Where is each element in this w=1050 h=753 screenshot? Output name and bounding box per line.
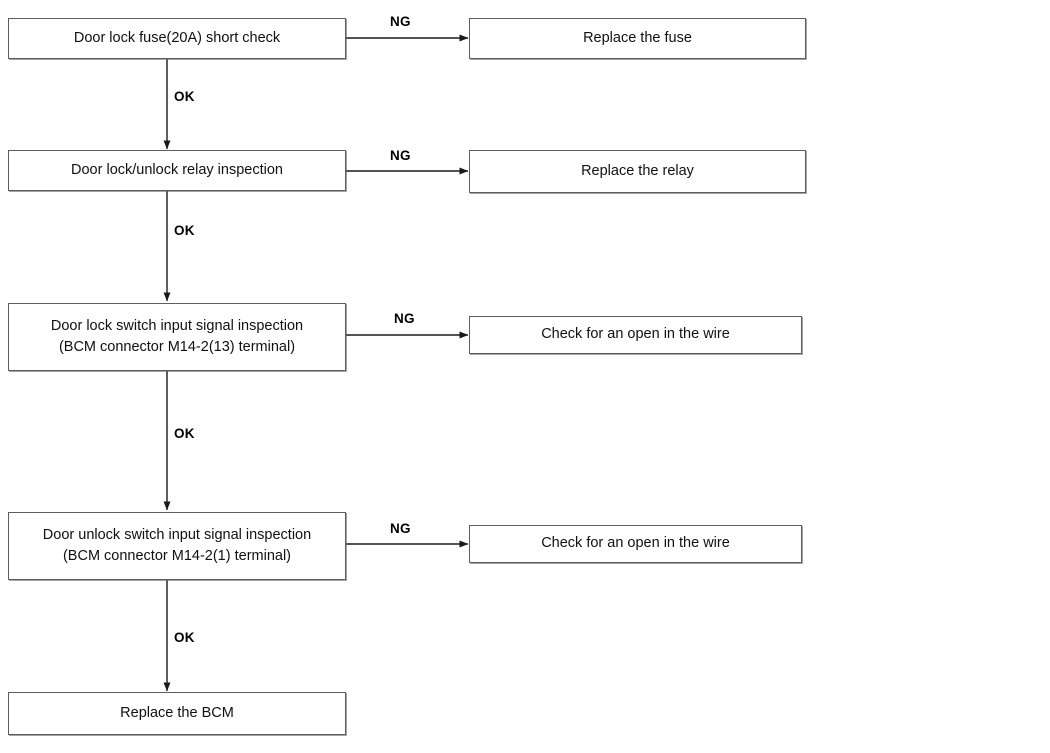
node-label: Check for an open in the wire bbox=[541, 326, 730, 343]
edge-label-ng-4: NG bbox=[390, 521, 411, 536]
node-label: Replace the fuse bbox=[583, 29, 692, 46]
node-door-lock-fuse-check[interactable]: Door lock fuse(20A) short check bbox=[8, 18, 346, 59]
node-label: Door lock fuse(20A) short check bbox=[73, 29, 281, 46]
edge-label-ng-3: NG bbox=[394, 311, 415, 326]
edge-label-ok-3: OK bbox=[174, 426, 195, 441]
node-label-line2: (BCM connector M14-2(1) terminal) bbox=[62, 548, 292, 564]
edge-label-ok-4: OK bbox=[174, 630, 195, 645]
node-label-line2: (BCM connector M14-2(13) terminal) bbox=[58, 339, 296, 355]
edge-label-ok-1: OK bbox=[174, 89, 195, 104]
edge-label-ok-2: OK bbox=[174, 223, 195, 238]
node-replace-the-relay[interactable]: Replace the relay bbox=[469, 150, 806, 193]
node-label-line1: Door lock switch input signal inspection bbox=[50, 317, 304, 334]
node-label: Check for an open in the wire bbox=[541, 535, 730, 552]
node-check-open-wire-lock[interactable]: Check for an open in the wire bbox=[469, 316, 802, 354]
node-label: Replace the relay bbox=[581, 162, 694, 179]
edge-label-ng-1: NG bbox=[390, 14, 411, 29]
node-replace-the-fuse[interactable]: Replace the fuse bbox=[469, 18, 806, 59]
node-unlock-switch-signal-inspection[interactable]: Door unlock switch input signal inspecti… bbox=[8, 512, 346, 580]
edge-label-ng-2: NG bbox=[390, 148, 411, 163]
node-replace-the-bcm[interactable]: Replace the BCM bbox=[8, 692, 346, 735]
node-label: Door lock/unlock relay inspection bbox=[71, 161, 283, 178]
node-label-line1: Door unlock switch input signal inspecti… bbox=[42, 526, 312, 543]
node-label: Replace the BCM bbox=[120, 704, 234, 721]
node-relay-inspection[interactable]: Door lock/unlock relay inspection bbox=[8, 150, 346, 191]
node-lock-switch-signal-inspection[interactable]: Door lock switch input signal inspection… bbox=[8, 303, 346, 371]
node-check-open-wire-unlock[interactable]: Check for an open in the wire bbox=[469, 525, 802, 563]
